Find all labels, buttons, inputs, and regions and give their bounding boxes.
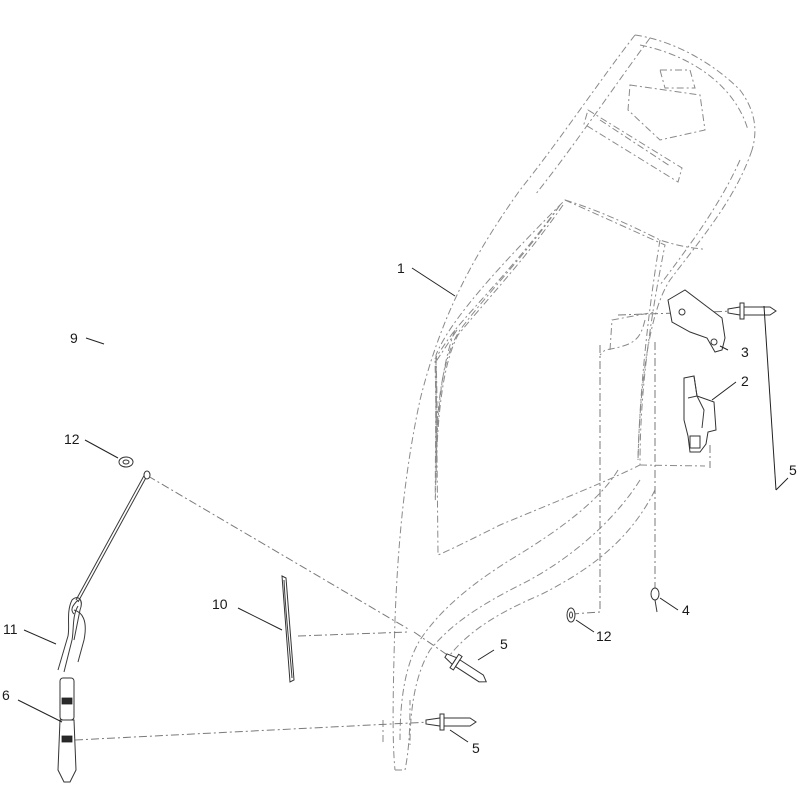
callout-12-lower: 12 [596,628,612,644]
leader-12a [84,439,119,459]
callout-12-upper: 12 [64,431,80,447]
callout-labels: 1 2 3 4 5 5 5 6 9 10 11 12 12 [2,260,797,756]
decal [281,575,295,683]
leader-5c [449,729,469,743]
windshield-frame [382,34,756,771]
callout-1: 1 [397,260,405,276]
leader-5b [477,649,495,661]
leader-2 [711,381,737,401]
leader-1 [411,267,456,297]
hairpin-cotter [57,597,86,673]
leader-11 [23,629,57,645]
rivet-middle [444,653,487,683]
callout-5-lower: 5 [472,740,480,756]
callout-5-right: 5 [789,462,797,478]
leader-12b [575,619,595,633]
leader-5a2 [763,305,777,491]
callout-4: 4 [682,602,690,618]
leader-9 [85,337,105,345]
leader-4 [659,597,679,611]
leader-lines [17,267,789,743]
callout-6: 6 [2,687,10,703]
callout-3: 3 [741,344,749,360]
washer-lower [566,607,576,623]
lanyard-cable [71,470,151,615]
callout-11: 11 [3,621,18,637]
leader-6 [17,699,63,723]
leader-10 [237,607,283,631]
handle-pin [57,677,77,783]
clevis-pin [650,587,660,613]
callout-9: 9 [70,330,78,346]
callout-2: 2 [741,373,749,389]
callout-10: 10 [212,596,228,612]
rivet-lower [425,713,477,731]
leader-3 [719,345,729,351]
callout-5-middle: 5 [500,636,508,652]
assembly-centerlines [74,310,736,741]
hinge-plate [667,289,726,353]
washer-upper [118,456,134,468]
bracket-part [683,375,717,453]
rivet-upper-right [727,302,777,320]
leader-5a [775,477,789,491]
